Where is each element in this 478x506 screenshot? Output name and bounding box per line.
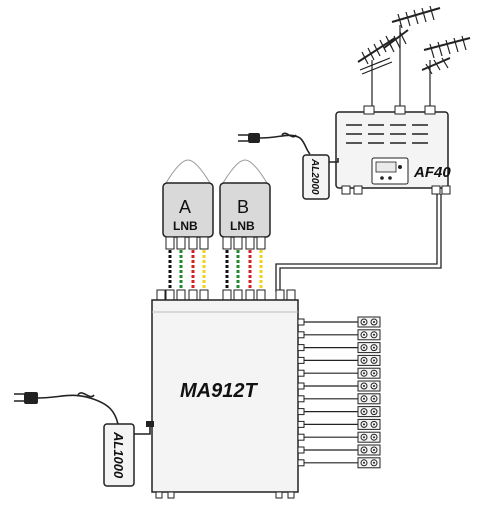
wall-socket-icon <box>357 444 381 456</box>
lnb-a: A LNB <box>162 159 214 250</box>
wall-socket-icon <box>357 457 381 469</box>
multiswitch-label: MA912T <box>180 380 258 402</box>
wall-socket-icon <box>357 431 381 443</box>
wall-socket-icon <box>357 393 381 405</box>
lnb-a-text: LNB <box>173 219 198 233</box>
antenna-right-icon <box>421 35 471 75</box>
lnb-a-letter: A <box>179 197 191 217</box>
output-9 <box>297 418 381 430</box>
wall-socket-icon <box>357 316 381 328</box>
wall-socket-icon <box>357 418 381 430</box>
psu-small-label: AL2000 <box>309 158 320 195</box>
wall-socket-icon <box>357 342 381 354</box>
power-supply-al2000: AL2000 <box>238 132 339 200</box>
output-8 <box>297 406 381 418</box>
power-plug-main-icon <box>14 392 38 404</box>
satellite-cables <box>168 250 263 290</box>
output-11 <box>297 444 381 456</box>
wall-socket-icon <box>357 380 381 392</box>
output-2 <box>297 329 381 341</box>
psu-main-label: AL1000 <box>111 431 126 479</box>
lnb-b-letter: B <box>237 197 249 217</box>
power-supply-al1000: AL1000 <box>14 392 154 487</box>
lnb-b: B LNB <box>219 159 271 250</box>
wall-socket-icon <box>357 354 381 366</box>
wall-socket-icon <box>357 329 381 341</box>
output-10 <box>297 431 381 443</box>
output-4 <box>297 354 381 366</box>
output-6 <box>297 380 381 392</box>
output-1 <box>297 316 381 328</box>
output-connections <box>297 316 381 469</box>
power-plug-small-icon <box>238 133 260 143</box>
lnb-b-text: LNB <box>230 219 255 233</box>
amplifier-label: AF40 <box>413 164 451 181</box>
output-5 <box>297 367 381 379</box>
terrestrial-cable <box>275 194 442 292</box>
wall-socket-icon <box>357 406 381 418</box>
amplifier-af40: AF40 <box>335 105 451 195</box>
antenna-middle-icon <box>383 5 441 53</box>
wall-socket-icon <box>357 367 381 379</box>
multiswitch-ma912t: MA912T <box>151 289 299 499</box>
output-12 <box>297 457 381 469</box>
output-7 <box>297 393 381 405</box>
output-3 <box>297 342 381 354</box>
antenna-array <box>357 5 471 112</box>
